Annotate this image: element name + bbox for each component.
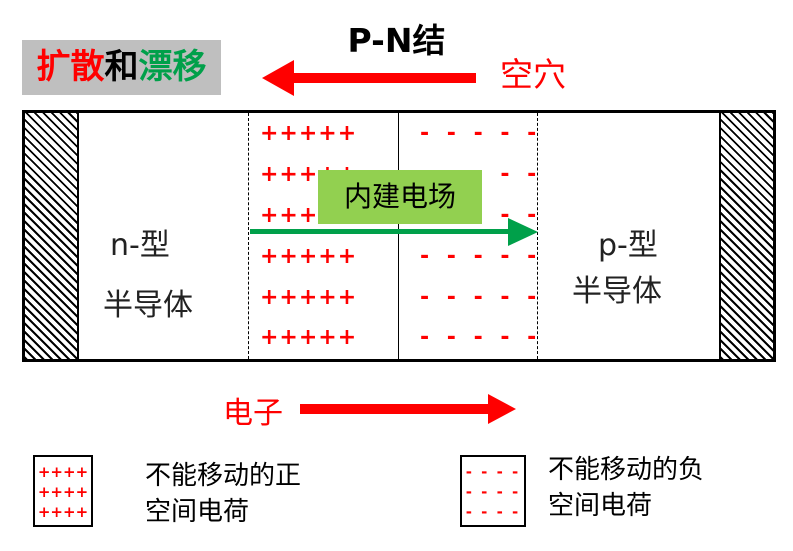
legend-positive-box: ++++ ++++ ++++ [33,455,93,527]
legend-negative-text: 不能移动的负 空间电荷 [548,452,704,524]
legend-negative-line1: 不能移动的负 [548,455,705,485]
positive-charge-row: +++++ [260,121,358,146]
built-in-field-arrow-icon [250,218,538,246]
legend-positive-symbol: ++++ [37,503,89,521]
n-semiconductor-label: 半导体 [103,288,193,323]
legend-positive-line2: 空间电荷 [145,497,250,527]
positive-charge-row: +++++ [260,325,358,350]
legend-positive-symbol: ++++ [37,483,89,501]
legend-negative-symbol: - - - - [465,503,521,521]
legend-negative-symbol: - - - - [465,483,521,501]
p-type-label: p-型 [598,228,658,263]
p-semiconductor-label: 半导体 [572,274,662,309]
diagram-title: P-N结 [347,21,446,60]
hole-label: 空穴 [500,55,566,94]
legend-negative-box: - - - - - - - - - - - - [460,455,526,527]
legend-negative-line2: 空间电荷 [548,491,653,521]
negative-charge-row: - - - - - [420,285,542,310]
legend-positive-text: 不能移动的正 空间电荷 [145,458,301,530]
junction-line [398,113,399,359]
built-in-field-label: 内建电场 [318,170,482,224]
legend-positive-line1: 不能移动的正 [145,461,302,491]
n-type-label: n-型 [110,228,170,263]
right-contact-edge [719,113,721,359]
right-contact-hatch [721,113,773,359]
electron-label: 电子 [223,396,283,431]
badge-and: 和 [104,47,139,87]
badge-diffusion: 扩散 [36,47,105,87]
pn-junction-band [22,110,776,362]
diffusion-drift-badge: 扩散和漂移 [22,40,221,95]
hole-arrow-icon [262,60,476,96]
left-contact-edge [77,113,79,359]
legend-negative-symbol: - - - - [465,463,521,481]
positive-charge-row: +++++ [260,285,358,310]
negative-charge-row: - - - - - [420,121,542,146]
left-contact-hatch [25,113,77,359]
positive-charge-row: +++++ [260,244,358,269]
badge-drift: 漂移 [138,47,207,87]
legend-positive-symbol: ++++ [37,463,89,481]
depletion-right-boundary [537,113,538,359]
negative-charge-row: - - - - - [420,244,542,269]
negative-charge-row: - - - - - [420,325,542,350]
depletion-left-boundary [248,113,249,359]
electron-arrow-icon [300,394,516,424]
